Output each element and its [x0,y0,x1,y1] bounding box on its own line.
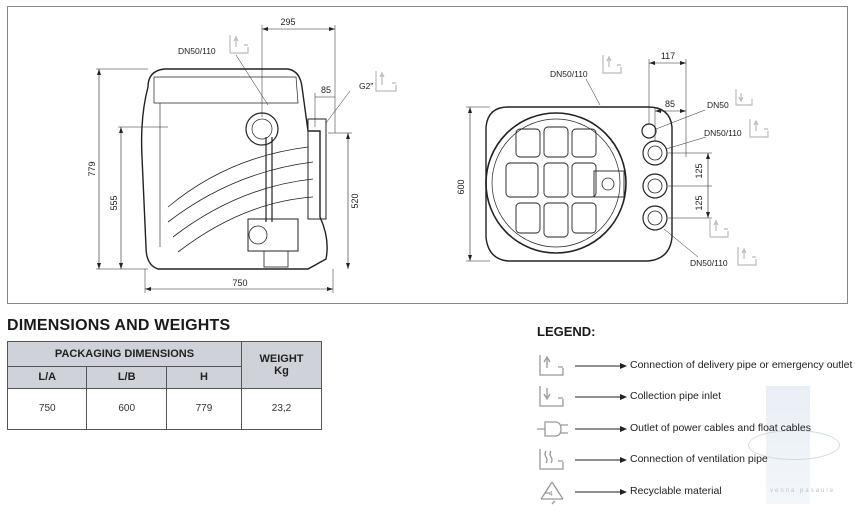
arrow-icon [575,363,627,369]
top-view [466,59,712,262]
power-plug-icon [537,421,568,437]
label-dn50: DN50 [707,100,729,110]
legend-text: Outlet of power cables and float cables [630,422,811,434]
dim-520: 520 [350,193,360,208]
top-view-pipe-icons [602,55,769,266]
dim-555: 555 [109,195,119,210]
dim-750: 750 [232,278,247,288]
col-la-header: L/A [6,366,88,389]
ventilation-icon [539,449,564,470]
arrow-icon [575,489,627,495]
label-dn50-110-side: DN50/110 [178,46,216,56]
watermark-ring [748,430,840,460]
table-row: 750 600 779 23,2 [6,387,322,431]
side-view-pipe-icons [229,35,397,92]
cell-lb: 600 [86,387,167,431]
legend-text: Connection of ventilation pipe [630,453,768,465]
legend-item-recycle: 4 Recyclable material [535,479,845,505]
arrow-icon [575,426,627,432]
dimensions-table: PACKAGING DIMENSIONS WEIGHT Kg L/A L/B H… [6,340,322,431]
weight-header-line1: WEIGHT [259,352,304,365]
label-g2: G2" [359,81,373,91]
arrow-icon [575,457,627,463]
cell-weight: 23,2 [241,387,322,431]
cell-la: 750 [6,387,88,431]
svg-text:4: 4 [549,491,553,498]
dim-600: 600 [456,179,466,194]
label-dn50-110-bottom: DN50/110 [690,258,728,268]
dim-295: 295 [280,17,295,27]
label-dn50-110-top: DN50/110 [550,69,588,79]
dim-125-b: 125 [694,195,704,210]
delivery-pipe-icon [539,355,564,376]
col-lb-header: L/B [86,366,167,389]
legend-title: LEGEND: [537,324,596,339]
legend-text: Recyclable material [630,485,722,497]
watermark-text: venna pasaule [770,488,836,494]
packaging-dimensions-header: PACKAGING DIMENSIONS [7,340,242,368]
arrow-icon [575,394,627,400]
legend-item-ventilation: Connection of ventilation pipe [535,447,845,473]
dim-125-a: 125 [694,163,704,178]
recycle-icon: 4 [540,481,564,505]
col-h-header: H [165,366,243,389]
technical-drawing-frame: 295 85 779 555 520 750 DN50/110 G2" [7,6,848,304]
technical-drawing: 295 85 779 555 520 750 DN50/110 G2" [87,17,769,293]
label-dn50-110-right: DN50/110 [704,128,742,138]
dim-117: 117 [661,51,675,61]
legend-text: Collection pipe inlet [630,390,722,402]
dim-779: 779 [87,161,97,176]
legend-item-collection: Collection pipe inlet [535,384,845,410]
legend-item-delivery: Connection of delivery pipe or emergency… [535,353,852,379]
legend-text: Connection of delivery pipe or emergency… [630,359,853,371]
legend-item-power: Outlet of power cables and float cables [535,416,845,442]
side-view [96,25,352,293]
collection-pipe-icon [539,386,564,407]
cell-h: 779 [165,387,243,431]
weight-header-line2: Kg [274,364,289,377]
weight-header: WEIGHT Kg [241,341,322,389]
dim-85-top: 85 [665,99,675,109]
section-title: DIMENSIONS AND WEIGHTS [7,317,231,334]
dim-85-side: 85 [321,85,331,95]
